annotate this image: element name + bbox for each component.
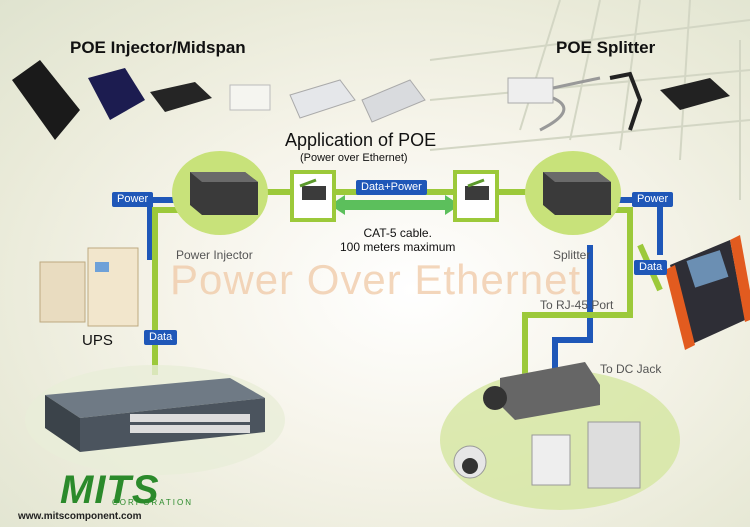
splitter-label: Splitter <box>553 248 591 262</box>
ups-label: UPS <box>82 332 113 349</box>
ups-device <box>39 247 139 327</box>
logo-corporation: CORPORATION <box>112 498 193 507</box>
splitter-device <box>525 151 621 235</box>
application-subtitle: (Power over Ethernet) <box>300 152 408 164</box>
mits-logo: MITS <box>60 468 160 512</box>
cable-arrow <box>330 195 460 215</box>
injector-products <box>12 60 426 140</box>
data-power-tag: Data+Power <box>356 180 427 195</box>
watermark-text: Power Over Ethernet <box>170 256 582 303</box>
cat5-caption: CAT-5 cable. 100 meters maximum <box>340 226 455 254</box>
dc-line <box>552 245 593 385</box>
network-switch <box>25 365 285 475</box>
injector-heading: POE Injector/Midspan <box>70 38 246 57</box>
power-injector-device <box>172 151 268 235</box>
rj45-connector-left <box>290 170 336 222</box>
splitter-heading: POE Splitter <box>556 38 656 57</box>
data-line-camera <box>522 207 633 385</box>
power-tag-right: Power <box>632 192 674 207</box>
background-building <box>429 0 750 200</box>
camera-group <box>440 362 680 510</box>
poe-tester-device <box>665 235 750 350</box>
rj45-connector-right <box>453 170 499 222</box>
splitter-products <box>507 71 730 132</box>
data-tag-left: Data <box>144 330 178 345</box>
data-tag-right: Data <box>634 260 668 275</box>
dc-jack-label: To DC Jack <box>600 362 662 376</box>
website-url: www.mitscomponent.com <box>18 511 142 522</box>
application-title: Application of POE <box>285 130 437 150</box>
cat5-line1: CAT-5 cable. <box>363 226 432 240</box>
power-tag-left: Power <box>112 192 154 207</box>
data-line-switch <box>152 207 180 375</box>
cat5-line2: 100 meters maximum <box>340 240 456 254</box>
power-injector-label: Power Injector <box>176 248 253 262</box>
rj45-port-label: To RJ-45 Port <box>540 298 614 312</box>
